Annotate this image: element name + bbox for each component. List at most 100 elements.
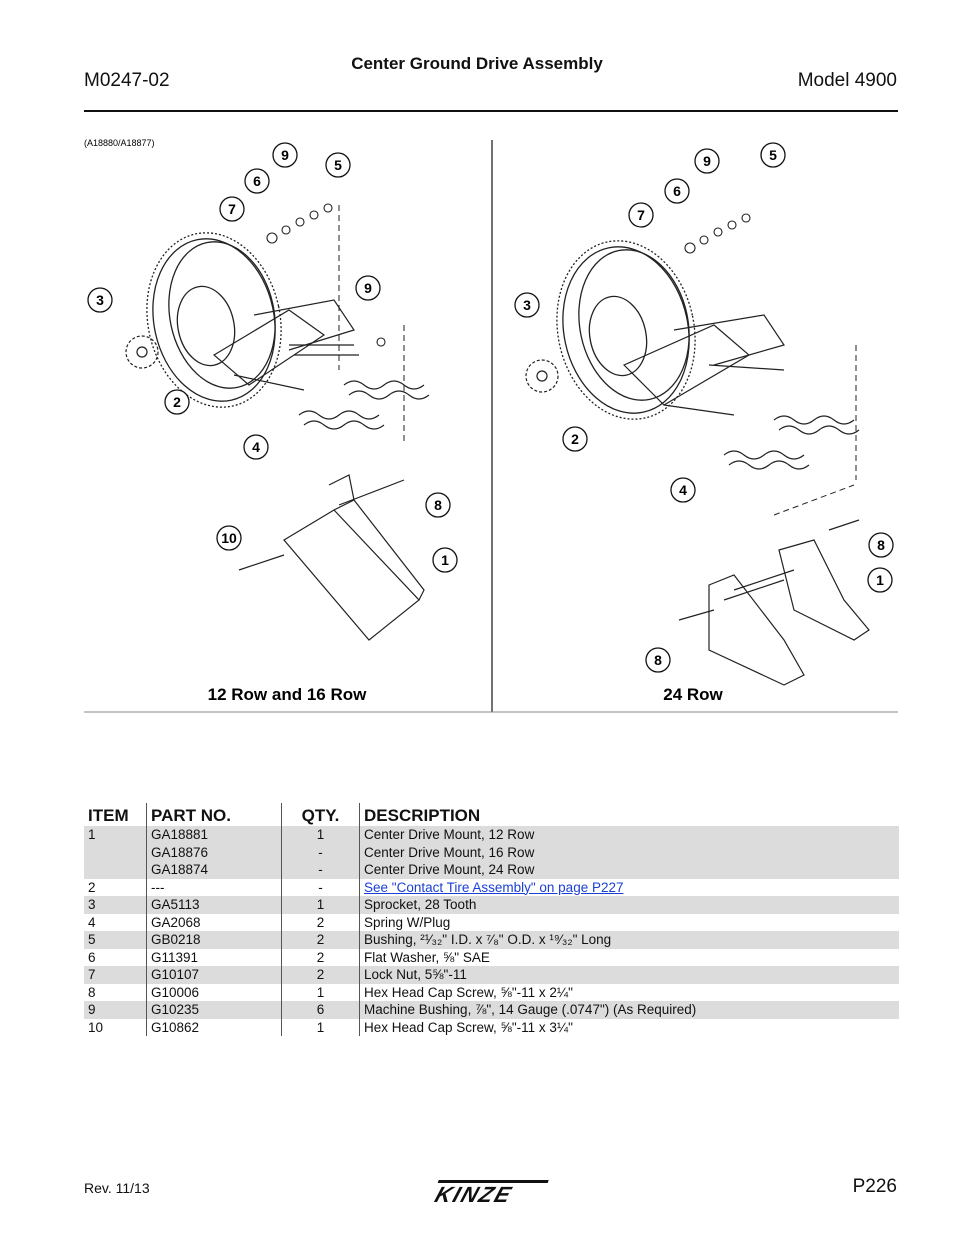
- cell-description: Spring W/Plug: [359, 913, 899, 931]
- cell-part-no: GA2068: [146, 913, 282, 931]
- cell-description: Center Drive Mount, 24 Row: [359, 861, 899, 879]
- cell-part-no: GB0218: [146, 931, 282, 949]
- right-tire: [556, 240, 696, 420]
- header-qty: QTY.: [281, 803, 360, 826]
- left-callout-number: 5: [334, 157, 342, 173]
- cell-qty: 2: [281, 966, 360, 984]
- figure-reference-code: (A18880/A18877): [84, 138, 155, 148]
- contact-tire-assembly-link[interactable]: See "Contact Tire Assembly" on page P227: [364, 879, 624, 895]
- cell-description: Lock Nut, 5⅝"-11: [359, 966, 899, 984]
- left-callout-bubble: [425, 492, 451, 518]
- right-callout-bubble: [514, 292, 540, 318]
- cell-item: [84, 861, 147, 879]
- left-callout-bubble: [243, 434, 269, 460]
- table-header-row: ITEM PART NO. QTY. DESCRIPTION: [84, 803, 899, 826]
- header-part-no: PART NO.: [146, 803, 282, 826]
- table-row: GA18876-Center Drive Mount, 16 Row: [84, 843, 899, 861]
- right-sprocket: [525, 359, 559, 393]
- left-callout-number: 6: [253, 173, 261, 189]
- left-callout-bubble: [432, 547, 458, 573]
- left-callout-bubble: [164, 389, 190, 415]
- right-callout-bubble: [562, 426, 588, 452]
- left-callout-bubble: [244, 168, 270, 194]
- document-number: M0247-02: [84, 70, 170, 91]
- cell-qty: 6: [281, 1001, 360, 1019]
- model-label: Model 4900: [797, 70, 897, 91]
- cell-description: Machine Bushing, ⅞", 14 Gauge (.0747") (…: [359, 1001, 899, 1019]
- left-mount-bracket: [238, 474, 425, 641]
- right-hardware: [684, 213, 751, 254]
- header-description: DESCRIPTION: [359, 803, 899, 826]
- cell-item: 8: [88, 984, 96, 1000]
- left-callout-number: 2: [173, 394, 181, 410]
- page-number: P226: [852, 1176, 897, 1197]
- left-callout-number: 4: [252, 439, 260, 455]
- page-title: Center Ground Drive Assembly: [351, 54, 603, 73]
- header-divider: [84, 110, 898, 112]
- cell-part-no: G10862: [146, 1018, 282, 1036]
- right-callout-bubble: [868, 532, 894, 558]
- cell-part-no: G11391: [146, 948, 282, 966]
- cell-item: 4: [88, 914, 96, 930]
- cell-description: Sprocket, 28 Tooth: [359, 896, 899, 914]
- cell-item: 9: [84, 1001, 147, 1019]
- right-callout-number: 1: [876, 572, 884, 588]
- left-callout-number: 8: [434, 497, 442, 513]
- cell-item: 2: [88, 879, 96, 895]
- right-callout-bubble: [694, 148, 720, 174]
- left-callout-bubble: [216, 525, 242, 551]
- cell-qty: -: [281, 861, 360, 879]
- left-hardware: [266, 203, 386, 347]
- left-callout-number: 3: [96, 292, 104, 308]
- left-panel-caption: 12 Row and 16 Row: [208, 685, 367, 704]
- cell-qty: 2: [281, 931, 360, 949]
- left-callout-number: 9: [281, 147, 289, 163]
- cell-item: [84, 843, 147, 861]
- cell-qty: 1: [281, 983, 360, 1001]
- cell-part-no: ---: [146, 878, 282, 896]
- right-dashed-guides: [773, 345, 857, 516]
- revision-label: Rev. 11/13: [84, 1180, 150, 1196]
- cell-part-no: G10006: [146, 983, 282, 1001]
- right-callout-number: 5: [769, 147, 777, 163]
- cell-item: 1: [84, 826, 147, 844]
- right-callout-bubble: [645, 647, 671, 673]
- cell-description: Center Drive Mount, 16 Row: [359, 843, 899, 861]
- cell-part-no: GA18874: [146, 861, 282, 879]
- right-callout-number: 8: [877, 537, 885, 553]
- cell-description: Bushing, ²¹⁄₃₂" I.D. x ⁷⁄₈" O.D. x ¹⁹⁄₃₂…: [359, 931, 899, 949]
- right-springs: [723, 415, 860, 470]
- left-tire: [146, 232, 282, 408]
- cell-qty: 1: [281, 826, 360, 844]
- kinze-logo: KINZE: [430, 1176, 550, 1211]
- right-frame: [622, 314, 785, 416]
- cell-part-no: GA18876: [146, 843, 282, 861]
- left-callout-bubble: [272, 142, 298, 168]
- left-callout-number: 9: [364, 280, 372, 296]
- cell-part-no: GA5113: [146, 896, 282, 914]
- left-callout-bubble: [355, 275, 381, 301]
- right-callout-bubble: [867, 567, 893, 593]
- right-callout-number: 2: [571, 431, 579, 447]
- cell-part-no: GA18881: [146, 826, 282, 844]
- table-row: 2----See "Contact Tire Assembly" on page…: [84, 878, 899, 896]
- cell-description: Center Drive Mount, 12 Row: [359, 826, 899, 844]
- cell-part-no: G10235: [146, 1001, 282, 1019]
- right-panel-caption: 24 Row: [663, 685, 723, 704]
- cell-item: 6: [88, 949, 96, 965]
- cell-item: 3: [84, 896, 147, 914]
- cell-item: 5: [84, 931, 147, 949]
- cell-item: 7: [84, 966, 147, 984]
- left-callout-number: 10: [221, 530, 237, 546]
- right-callout-number: 3: [523, 297, 531, 313]
- left-callout-bubble: [325, 152, 351, 178]
- cell-qty: 2: [281, 913, 360, 931]
